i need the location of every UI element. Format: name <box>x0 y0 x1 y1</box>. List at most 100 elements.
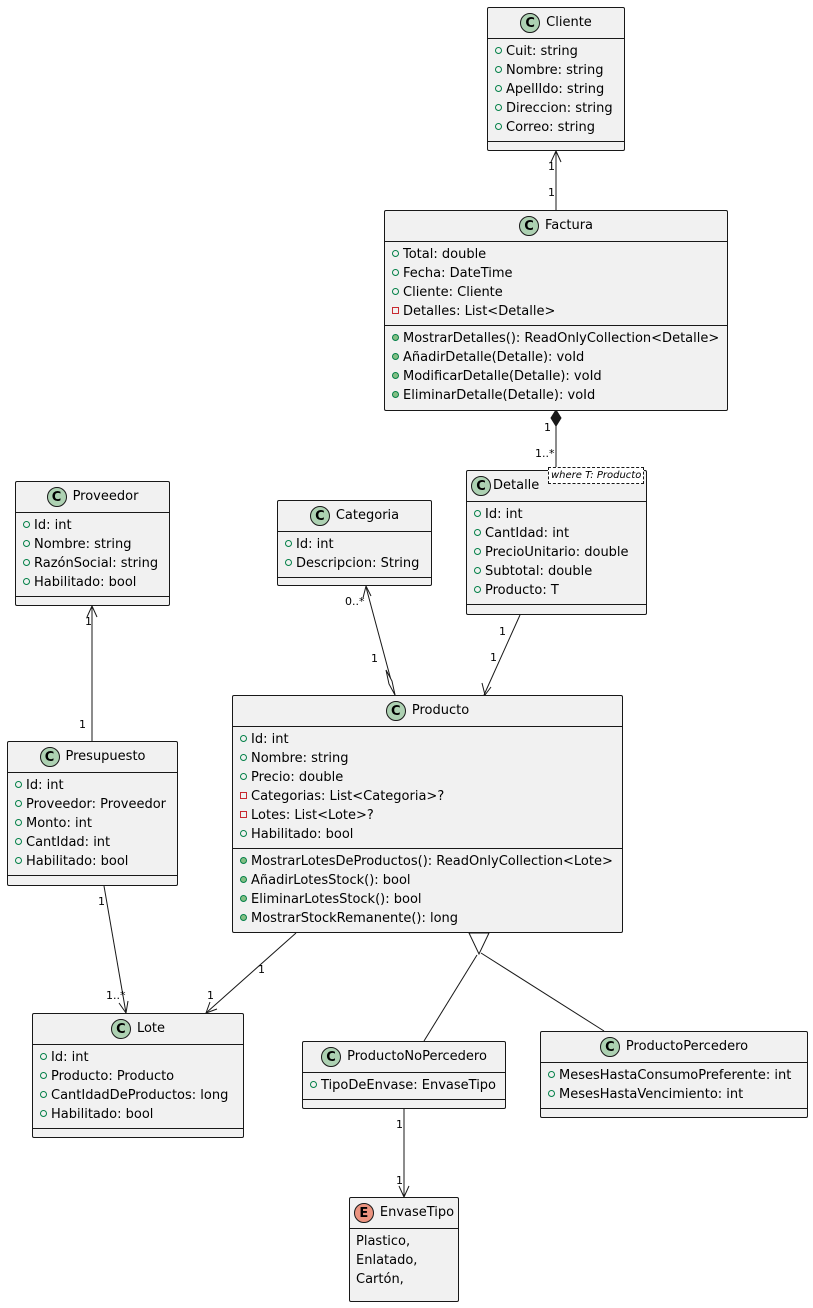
field-row: Nombre: string <box>233 749 622 768</box>
class-badge-icon: C <box>471 476 491 496</box>
field-row: ApellIdo: string <box>488 80 624 99</box>
arrowhead-cliente <box>550 149 562 163</box>
fields-section: Id: int Proveedor: Proveedor Monto: int … <box>8 773 177 876</box>
class-name: Detalle <box>493 478 540 493</box>
public-visibility-icon <box>310 1081 317 1088</box>
methods-section <box>16 597 169 603</box>
class-badge-icon: C <box>309 506 330 526</box>
multiplicity-label: 1 <box>207 989 214 1002</box>
fields-section: Id: int Nombre: string Precio: double Ca… <box>233 727 622 849</box>
method-row: AñadirDetalle(Detalle): voId <box>385 348 727 367</box>
multiplicity-label: 1 <box>548 186 555 199</box>
public-visibility-icon <box>23 521 30 528</box>
fields-section: TipoDeEnvase: EnvaseTipo <box>303 1073 505 1100</box>
class-name: Presupuesto <box>65 749 146 764</box>
generic-constraint-label: where T: Producto <box>548 467 645 484</box>
link-detalle-producto <box>483 614 521 696</box>
field-row: CantIdad: int <box>467 524 646 543</box>
private-visibility-icon <box>240 792 247 799</box>
field-row: Id: int <box>233 730 622 749</box>
field-row: Id: int <box>16 516 169 535</box>
class-badge-icon: C <box>518 216 539 236</box>
multiplicity-label: 1 <box>396 1174 403 1187</box>
enum-value: Cartón, <box>356 1272 404 1287</box>
enum-value: Plastico, <box>356 1234 411 1249</box>
methods-section <box>303 1100 505 1106</box>
fields-section: Id: int Nombre: string RazónSocial: stri… <box>16 513 169 597</box>
class-badge-icon: C <box>321 1047 342 1067</box>
public-visibility-icon <box>474 548 481 555</box>
field-row: CantIdadDeProductos: long <box>33 1086 243 1105</box>
multiplicity-label: 1..* <box>106 989 126 1002</box>
public-visibility-icon <box>548 1071 555 1078</box>
public-visibility-icon <box>15 838 22 845</box>
methods-section <box>278 578 431 584</box>
class-presupuesto[interactable]: C Presupuesto Id: int Proveedor: Proveedo… <box>7 741 178 886</box>
public-visibility-icon <box>474 529 481 536</box>
public-method-icon <box>240 914 247 921</box>
link-perecedero-producto <box>480 952 605 1032</box>
public-visibility-icon <box>40 1091 47 1098</box>
public-visibility-icon <box>392 288 399 295</box>
field-row: Habilitado: bool <box>33 1105 243 1124</box>
public-method-icon <box>392 334 399 341</box>
public-visibility-icon <box>40 1072 47 1079</box>
field-row: Subtotal: double <box>467 562 646 581</box>
class-name: Factura <box>544 218 594 233</box>
field-row: Id: int <box>33 1048 243 1067</box>
aggregation-diamond <box>385 669 396 696</box>
private-visibility-icon <box>392 307 399 314</box>
public-visibility-icon <box>285 540 292 547</box>
enum-value: Enlatado, <box>356 1253 418 1268</box>
class-badge-icon: C <box>39 747 60 767</box>
class-header: C Presupuesto <box>8 742 177 773</box>
field-row: TipoDeEnvase: EnvaseTipo <box>303 1076 505 1095</box>
public-visibility-icon <box>474 510 481 517</box>
field-row: Lotes: List<Lote>? <box>233 806 622 825</box>
multiplicity-label: 1 <box>499 625 506 638</box>
public-visibility-icon <box>40 1053 47 1060</box>
public-visibility-icon <box>15 819 22 826</box>
method-row: MostrarDetalles(): ReadOnlyCollection<De… <box>385 329 727 348</box>
methods-section <box>488 142 624 148</box>
field-row: MesesHastaConsumoPreferente: int <box>541 1066 807 1085</box>
multiplicity-label: 1 <box>79 718 86 731</box>
method-row: MostrarLotesDeProductos(): ReadOnlyColle… <box>233 852 622 871</box>
field-row: Monto: int <box>8 814 177 833</box>
public-method-icon <box>392 372 399 379</box>
field-row: Habilitado: bool <box>233 825 622 844</box>
multiplicity-label: 1 <box>98 895 105 908</box>
multiplicity-label: 1 <box>85 615 92 628</box>
fields-section: MesesHastaConsumoPreferente: int MesesHa… <box>541 1063 807 1109</box>
multiplicity-label: 1 <box>371 652 378 665</box>
field-row: Correo: string <box>488 118 624 137</box>
field-row: Nombre: string <box>488 61 624 80</box>
public-method-icon <box>240 876 247 883</box>
multiplicity-label: 1 <box>396 1118 403 1131</box>
multiplicity-label: 1 <box>548 160 555 173</box>
public-visibility-icon <box>495 47 502 54</box>
multiplicity-label: 1 <box>490 651 497 664</box>
public-visibility-icon <box>495 104 502 111</box>
fields-section: Id: int CantIdad: int PrecioUnitario: do… <box>467 502 646 605</box>
class-badge-icon: C <box>520 13 541 33</box>
method-row: MostrarStockRemanente(): long <box>233 909 622 928</box>
public-method-icon <box>392 391 399 398</box>
class-badge-icon: C <box>46 487 67 507</box>
methods-section <box>8 876 177 882</box>
field-row: CantIdad: int <box>8 833 177 852</box>
